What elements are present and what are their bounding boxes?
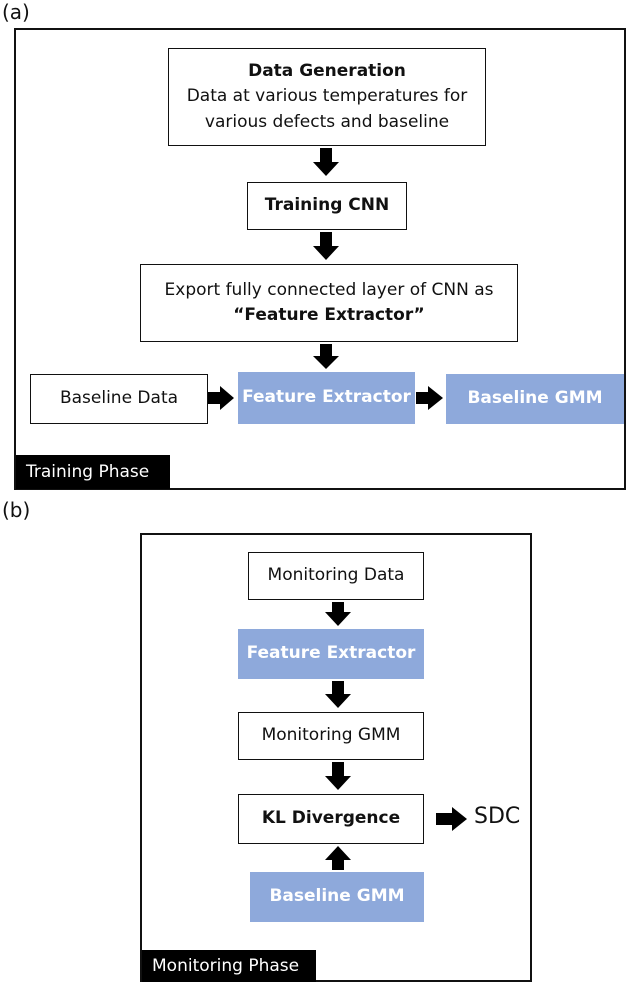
export-line2: “Feature Extractor” (233, 305, 425, 325)
arrow-kl-to-sdc (436, 807, 467, 831)
panel-a-label: (a) (2, 0, 30, 24)
data-generation-title: Data Generation (248, 60, 406, 81)
arrow-extractor-to-gmm (416, 386, 443, 410)
arrow-monitoring-to-extractor (325, 602, 351, 626)
arrow-extractor-to-monitoring-gmm (325, 681, 351, 708)
export-layer-box: Export fully connected layer of CNN as “… (140, 264, 518, 342)
feature-extractor-box-b: Feature Extractor (238, 629, 424, 679)
data-generation-line2: various defects and baseline (204, 111, 450, 132)
arrow-monitoring-gmm-to-kl (325, 762, 351, 790)
arrow-baseline-to-extractor (208, 386, 234, 410)
panel-b-label: (b) (2, 498, 31, 522)
baseline-data-box: Baseline Data (30, 374, 208, 424)
arrow-datagen-to-cnn (313, 148, 339, 176)
arrow-baseline-gmm-to-kl (325, 846, 351, 870)
export-line1: Export fully connected layer of CNN as (164, 279, 494, 300)
monitoring-data-box: Monitoring Data (248, 552, 424, 600)
data-generation-box: Data Generation Data at various temperat… (168, 48, 486, 146)
arrow-export-to-extractor (313, 344, 339, 369)
data-generation-line1: Data at various temperatures for (186, 86, 468, 107)
training-phase-tag: Training Phase (16, 455, 170, 489)
kl-divergence-box: KL Divergence (238, 794, 424, 844)
training-cnn-box: Training CNN (247, 182, 407, 230)
feature-extractor-box-a: Feature Extractor (238, 372, 415, 424)
baseline-gmm-box-a: Baseline GMM (446, 374, 624, 424)
monitoring-gmm-box: Monitoring GMM (238, 712, 424, 760)
arrow-cnn-to-export (313, 232, 339, 260)
sdc-output-label: SDC (474, 804, 521, 829)
monitoring-phase-tag: Monitoring Phase (142, 950, 316, 982)
baseline-gmm-box-b: Baseline GMM (250, 872, 424, 922)
